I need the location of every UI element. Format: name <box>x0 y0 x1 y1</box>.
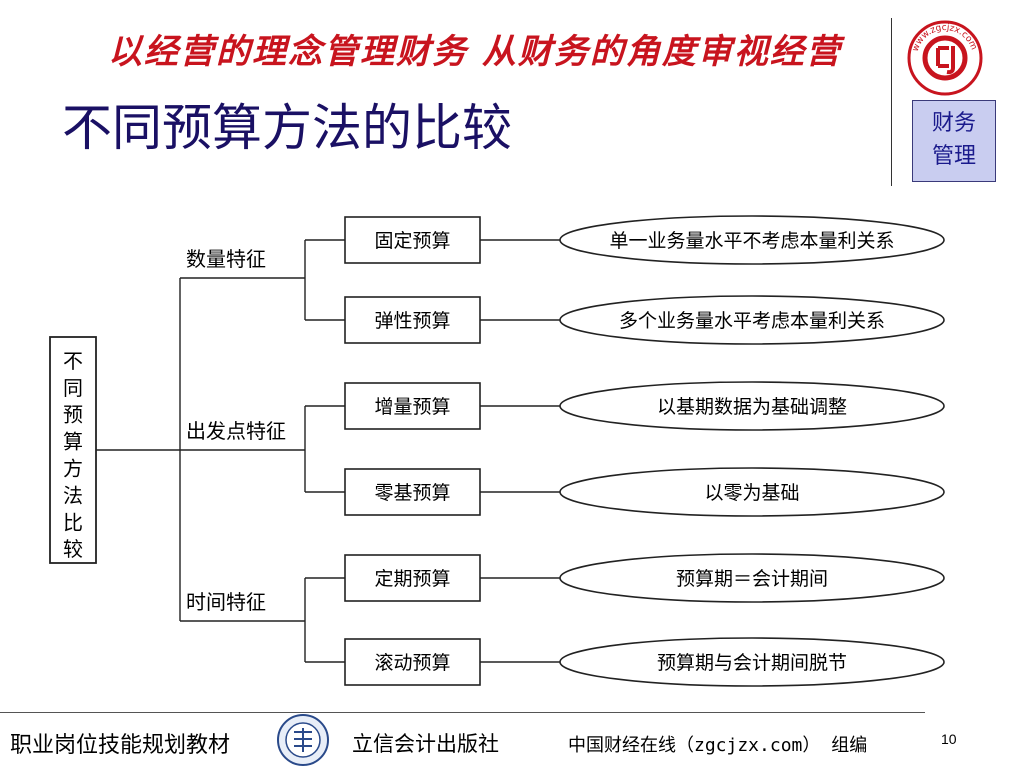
method-box <box>344 554 481 602</box>
tag-line-1: 财务 <box>931 111 976 136</box>
method-label: 弹性预算 <box>374 310 450 332</box>
method-label: 滚动预算 <box>374 652 450 674</box>
footer-divider <box>0 712 925 713</box>
site-logo-icon: www.zgcjzx.com <box>907 20 983 96</box>
slogan: 以经营的理念管理财务 从财务的角度审视经营 <box>108 32 842 72</box>
method-label: 固定预算 <box>374 230 450 252</box>
root-label: 不同预算方法比较 <box>63 349 83 561</box>
method-label: 定期预算 <box>374 568 450 590</box>
method-box <box>344 468 481 516</box>
description-label: 以零为基础 <box>704 482 799 504</box>
page-number: 10 <box>941 731 957 747</box>
description-label: 单一业务量水平不考虑本量利关系 <box>609 230 894 252</box>
subject-tag: 财务 管理 <box>912 100 996 182</box>
description-ellipse <box>559 295 945 345</box>
description-label: 预算期＝会计期间 <box>676 568 828 590</box>
publisher-emblem-icon <box>277 714 329 766</box>
root-box <box>49 336 97 564</box>
method-box <box>344 382 481 430</box>
header-divider <box>891 18 892 186</box>
description-ellipse <box>559 467 945 517</box>
description-ellipse <box>559 381 945 431</box>
group-label: 时间特征 <box>186 590 266 614</box>
method-box <box>344 296 481 344</box>
description-label: 预算期与会计期间脱节 <box>657 652 847 674</box>
method-label: 增量预算 <box>374 396 450 418</box>
group-label: 数量特征 <box>186 247 266 271</box>
description-ellipse <box>559 637 945 687</box>
description-label: 多个业务量水平考虑本量利关系 <box>619 310 885 332</box>
method-label: 零基预算 <box>374 482 450 504</box>
page-title: 不同预算方法的比较 <box>62 99 512 157</box>
description-ellipse <box>559 215 945 265</box>
footer-site: 中国财经在线（zgcjzx.com） 组编 <box>568 735 868 756</box>
description-label: 以基期数据为基础调整 <box>657 396 847 418</box>
footer-publisher: 立信会计出版社 <box>352 732 499 756</box>
tag-line-2: 管理 <box>931 144 976 169</box>
group-label: 出发点特征 <box>186 419 286 443</box>
footer-textbook: 职业岗位技能规划教材 <box>10 733 231 758</box>
description-ellipse <box>559 553 945 603</box>
method-box <box>344 216 481 264</box>
